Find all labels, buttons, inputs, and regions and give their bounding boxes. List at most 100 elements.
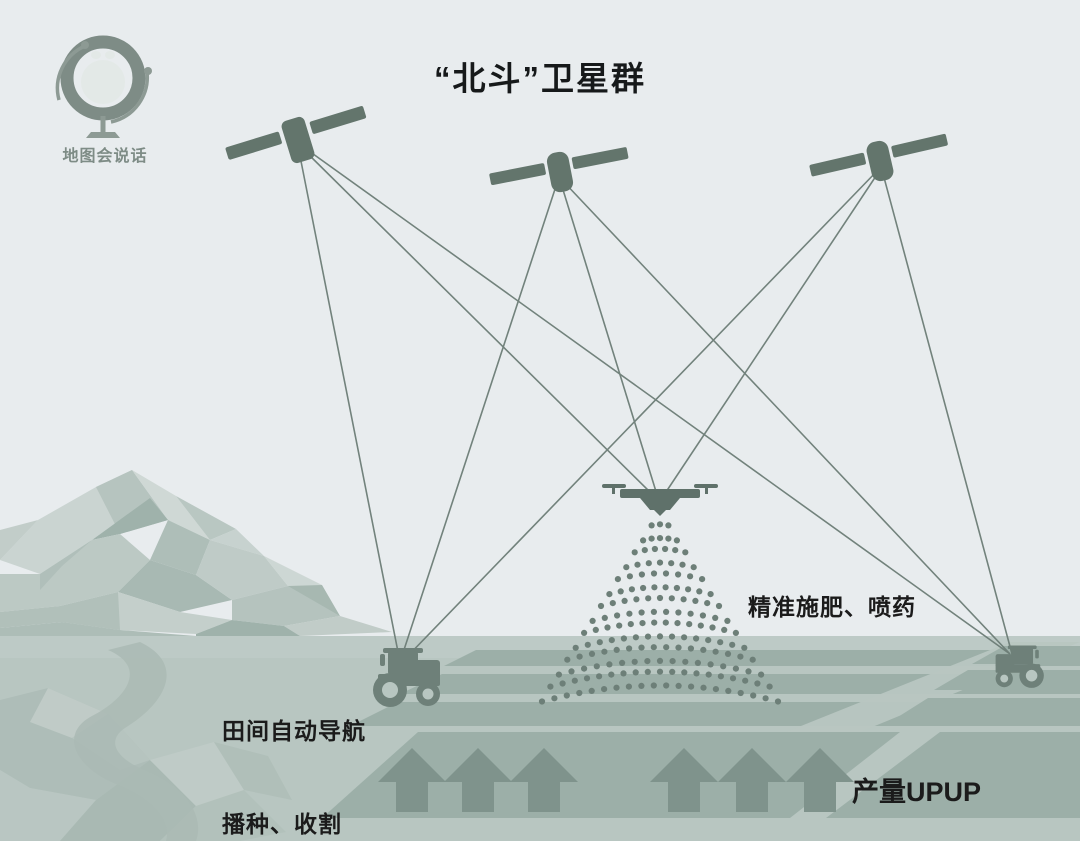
spray-dot <box>576 653 583 660</box>
spray-dot <box>705 671 712 678</box>
spray-dot <box>774 698 782 705</box>
spray-dot <box>682 549 689 556</box>
spray-dot <box>687 573 694 580</box>
tractor-exhaust <box>1035 649 1039 659</box>
spray-dot <box>762 695 769 702</box>
mountain-lowpoly <box>0 470 392 636</box>
spray-dot <box>571 677 578 684</box>
spray-dot <box>673 537 681 544</box>
spray-dot <box>717 639 724 646</box>
spray-dot <box>617 588 624 595</box>
yield-arrows-right <box>650 748 854 812</box>
spray-dot <box>559 680 566 687</box>
spray-dot <box>665 535 672 542</box>
spray-dot <box>665 522 672 529</box>
yield-arrow <box>718 748 786 812</box>
spray-dot <box>613 684 620 691</box>
globe-inner <box>81 60 125 104</box>
spray-dot <box>613 646 620 654</box>
spray-dot <box>623 564 630 571</box>
spray-dot <box>724 650 732 658</box>
label-tractor-left-line1: 田间自动导航 <box>222 718 366 744</box>
spray-dot <box>656 633 664 640</box>
tractor-cab-roof <box>383 648 423 653</box>
yield-arrow <box>378 748 446 812</box>
spray-dot <box>632 669 639 676</box>
spray-dot <box>644 633 652 640</box>
yield-arrows-left <box>378 748 578 812</box>
spray-dot <box>692 597 699 605</box>
spray-dot <box>639 620 646 627</box>
tractor-left <box>373 648 440 707</box>
signal-line <box>297 145 401 663</box>
label-yield-up: 产量UPUP <box>852 777 982 807</box>
globe-eye <box>105 51 115 59</box>
spray-dot <box>638 644 645 651</box>
spray-dot <box>663 608 670 616</box>
spray-dot-cone <box>538 521 782 705</box>
spray-dot <box>725 687 732 695</box>
tractor-cab <box>388 652 418 674</box>
globe-eye <box>91 51 101 59</box>
spray-dot <box>663 644 670 651</box>
spray-dot <box>712 648 719 655</box>
spray-dot <box>609 600 616 607</box>
spray-dot <box>732 629 740 637</box>
tractor-front-hub <box>1000 674 1009 683</box>
spray-dot <box>681 669 688 676</box>
spray-dot <box>668 560 675 567</box>
drone-rotor-mast <box>612 484 615 494</box>
spray-dot <box>555 671 563 678</box>
satellite-signal-lines <box>297 145 1013 663</box>
yield-arrow <box>444 748 512 812</box>
spray-dot <box>690 564 697 571</box>
spray-dot <box>640 584 647 592</box>
field-plots-front <box>322 732 1080 818</box>
spray-dot <box>694 659 702 667</box>
field-strip <box>890 698 1080 722</box>
signal-line <box>299 145 657 499</box>
spray-dot <box>627 621 634 628</box>
drone-nozzle <box>654 510 666 516</box>
spray-dot <box>680 596 687 603</box>
spray-dot <box>704 600 711 607</box>
spray-dot <box>576 689 583 697</box>
satellite-solar-panel <box>809 152 866 177</box>
spray-dot <box>596 639 603 646</box>
spray-dot <box>626 645 633 652</box>
globe-meridian-arc <box>55 44 86 101</box>
spray-dot <box>750 692 757 699</box>
spray-dot <box>668 633 676 640</box>
globe-meridian-arc <box>110 71 150 124</box>
spray-dot <box>632 634 640 641</box>
spray-dot <box>662 545 669 553</box>
spray-dot <box>619 659 626 667</box>
spray-dot <box>596 673 603 680</box>
spray-dot <box>583 675 591 682</box>
satellite-solar-panel <box>309 106 367 134</box>
spray-dot <box>631 549 638 556</box>
satellite-body <box>281 116 315 164</box>
spray-dot <box>662 570 670 577</box>
tractor-right <box>995 645 1044 688</box>
spray-dot <box>709 624 716 631</box>
label-tractor-left: 田间自动导航 播种、收割 <box>222 654 366 841</box>
spray-dot <box>715 602 723 610</box>
spray-dot <box>538 698 546 705</box>
spray-dot <box>563 692 570 699</box>
satellite-solar-panel <box>571 147 629 169</box>
spray-dot <box>656 657 664 665</box>
spray-dot <box>601 686 608 693</box>
drone-body <box>640 498 680 510</box>
spray-dot <box>638 682 645 690</box>
signal-line <box>399 179 559 663</box>
signal-line <box>881 169 1013 655</box>
spray-dot <box>638 609 645 616</box>
spray-dot <box>568 668 575 675</box>
spray-dot <box>712 614 719 622</box>
label-tractor-left-line2: 播种、收割 <box>222 811 342 837</box>
spray-dot <box>742 677 749 684</box>
spray-dot <box>669 668 676 676</box>
spray-dot <box>669 658 676 665</box>
spray-dot <box>641 547 648 554</box>
